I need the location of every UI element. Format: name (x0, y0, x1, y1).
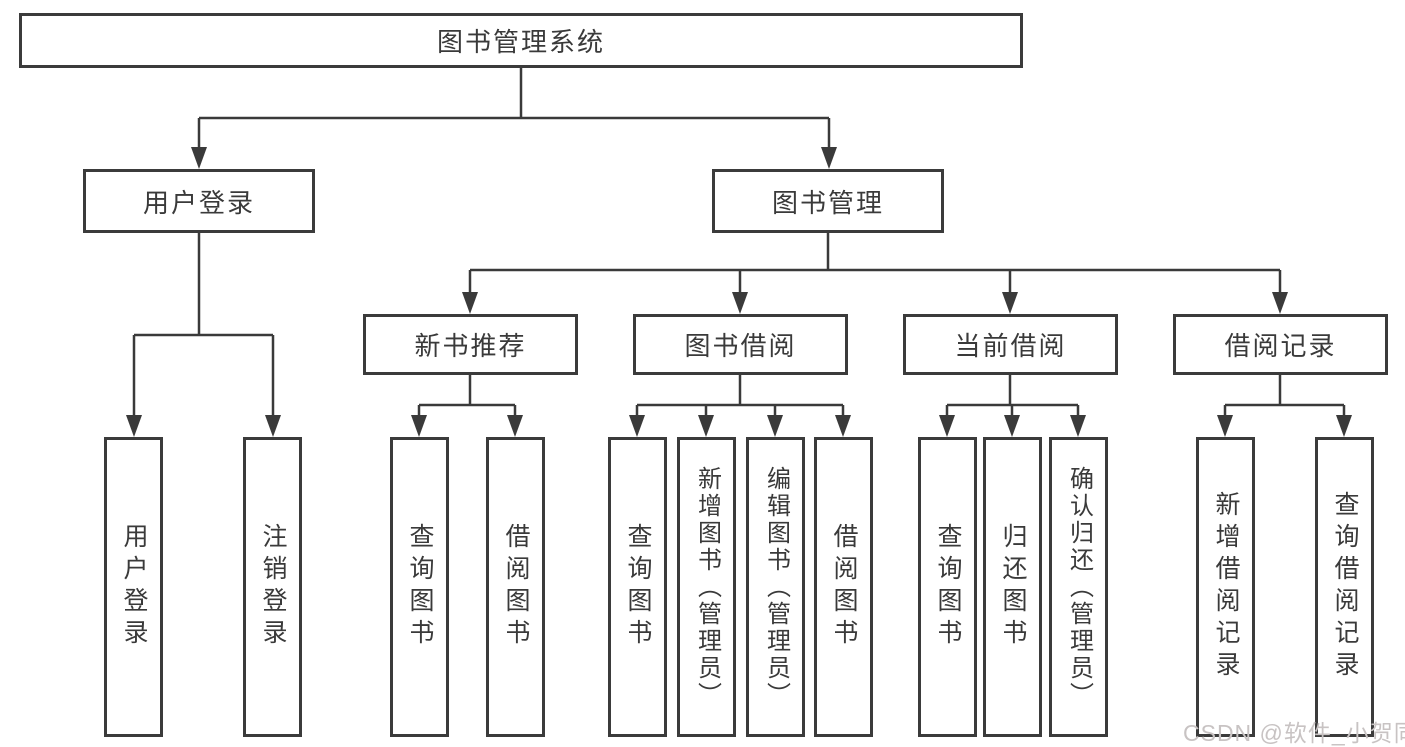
node-book-borrow: 图书借阅 (633, 314, 848, 375)
node-current-borrow: 当前借阅 (903, 314, 1118, 375)
node-records-query-borrow-record: 查询借阅记录 (1315, 437, 1374, 737)
node-borrow-borrow-books-label: 借阅图书 (830, 523, 858, 651)
node-borrow-edit-books-admin-label: 编辑图书（管理员） (762, 465, 790, 709)
node-recommend-query-books-label: 查询图书 (406, 523, 434, 651)
node-user-login: 用户登录 (83, 169, 315, 233)
node-records-add-borrow-record-label: 新增借阅记录 (1212, 491, 1240, 683)
node-user-login-label: 用户登录 (142, 187, 255, 218)
node-new-book-recommend: 新书推荐 (363, 314, 578, 375)
node-borrow-records-label: 借阅记录 (1224, 331, 1337, 361)
node-borrow-query-books-label: 查询图书 (624, 523, 652, 651)
node-borrow-edit-books-admin: 编辑图书（管理员） (746, 437, 805, 737)
node-book-borrow-label: 图书借阅 (684, 331, 797, 361)
node-borrow-add-books-admin: 新增图书（管理员） (677, 437, 736, 737)
node-current-confirm-return-admin-label: 确认归还（管理员） (1065, 465, 1093, 709)
node-recommend-borrow-books: 借阅图书 (486, 437, 545, 737)
node-records-add-borrow-record: 新增借阅记录 (1196, 437, 1255, 737)
node-borrow-records: 借阅记录 (1173, 314, 1388, 375)
node-new-book-recommend-label: 新书推荐 (414, 331, 527, 361)
node-recommend-query-books: 查询图书 (390, 437, 449, 737)
node-book-management: 图书管理 (712, 169, 944, 233)
node-borrow-query-books: 查询图书 (608, 437, 667, 737)
node-login-logout: 注销登录 (243, 437, 302, 737)
node-current-return-books: 归还图书 (983, 437, 1042, 737)
node-current-confirm-return-admin: 确认归还（管理员） (1049, 437, 1108, 737)
node-login-logout-label: 注销登录 (259, 523, 287, 651)
node-library-management-system-label: 图书管理系统 (436, 27, 605, 57)
node-current-return-books-label: 归还图书 (999, 523, 1027, 651)
node-current-query-books: 查询图书 (918, 437, 977, 737)
csdn-watermark: CSDN @软件_小贺同学 (1183, 720, 1405, 746)
node-login-user-login-label: 用户登录 (120, 523, 148, 651)
node-recommend-borrow-books-label: 借阅图书 (502, 523, 530, 651)
node-current-borrow-label: 当前借阅 (954, 331, 1067, 361)
arrowhead-icons (126, 147, 1352, 437)
node-borrow-borrow-books: 借阅图书 (814, 437, 873, 737)
node-library-management-system: 图书管理系统 (19, 13, 1023, 68)
node-current-query-books-label: 查询图书 (934, 523, 962, 651)
node-borrow-add-books-admin-label: 新增图书（管理员） (693, 465, 721, 709)
node-book-management-label: 图书管理 (771, 187, 884, 218)
node-login-user-login: 用户登录 (104, 437, 163, 737)
node-records-query-borrow-record-label: 查询借阅记录 (1331, 491, 1359, 683)
